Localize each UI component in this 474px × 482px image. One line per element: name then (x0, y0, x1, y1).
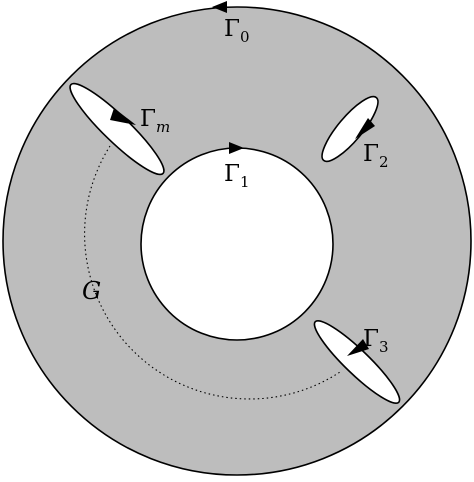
orientation-arrow-icon-gamma-3 (347, 339, 369, 356)
label-gamma-m: Γm (140, 106, 170, 136)
label-gamma-1: Γ1 (224, 161, 250, 191)
orientation-arrow-icon-gamma-m (110, 108, 136, 125)
label-gamma-2: Γ2 (363, 141, 389, 171)
label-region-g: G (82, 277, 101, 305)
label-gamma-0: Γ0 (224, 16, 250, 46)
orientation-arrow-icon-gamma-0 (212, 1, 227, 13)
label-gamma-3: Γ3 (363, 326, 389, 356)
hole-gamma-3 (313, 319, 401, 405)
orientation-arrow-icon-gamma-2 (355, 118, 375, 139)
hole-gamma-2 (321, 95, 379, 163)
orientation-arrow-icon-gamma-1 (229, 142, 244, 154)
